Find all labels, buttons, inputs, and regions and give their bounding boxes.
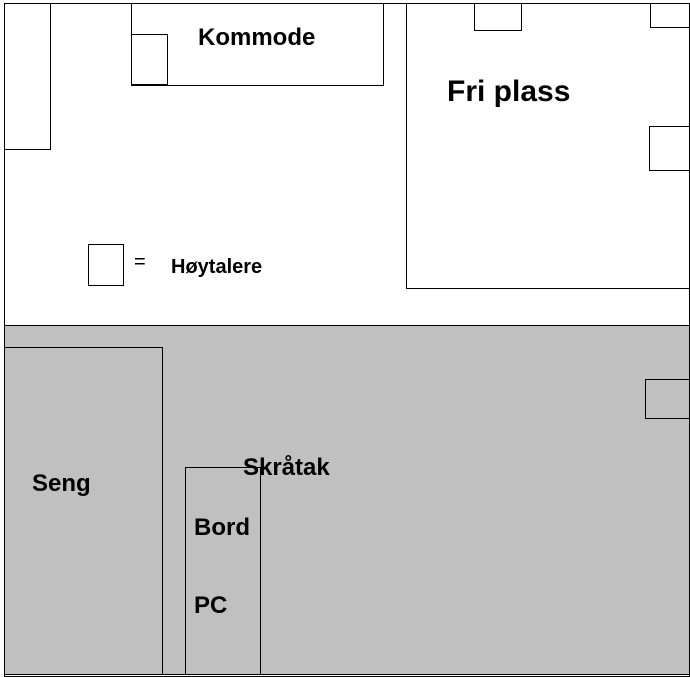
sloped-ceiling-label: Skråtak bbox=[243, 454, 330, 481]
desk-box bbox=[185, 467, 261, 675]
dresser-speaker bbox=[131, 34, 168, 85]
wall-cabinet bbox=[4, 3, 51, 150]
bed-box bbox=[4, 347, 163, 675]
bed-label: Seng bbox=[32, 470, 91, 497]
legend-speaker-symbol bbox=[88, 244, 124, 286]
free-space-speaker-corner bbox=[650, 3, 690, 28]
free-space-label: Fri plass bbox=[447, 75, 571, 108]
dresser-box bbox=[131, 3, 384, 86]
dresser-label: Kommode bbox=[198, 24, 316, 51]
free-space-speaker-top bbox=[474, 3, 522, 31]
legend-speaker-label: Høytalere bbox=[171, 256, 263, 278]
legend-equals: = bbox=[134, 251, 146, 273]
free-space-box bbox=[406, 3, 690, 289]
computer-label: PC bbox=[194, 592, 228, 619]
free-space-speaker-right bbox=[649, 126, 690, 171]
desk-label: Bord bbox=[194, 514, 250, 541]
sloped-area-speaker bbox=[645, 379, 690, 419]
